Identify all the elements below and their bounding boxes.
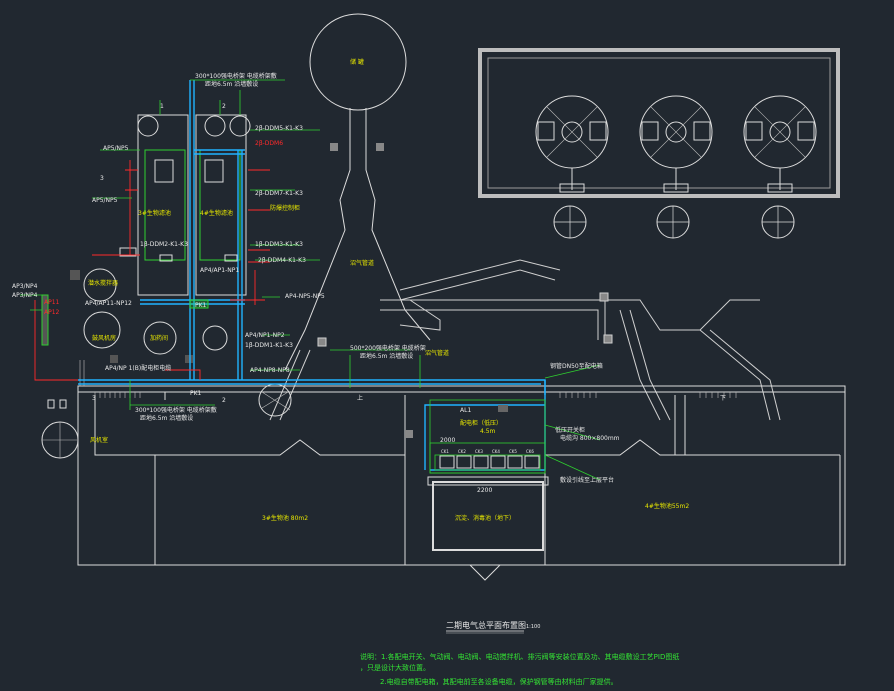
storage-tank: 储 罐 <box>284 13 431 371</box>
red-cables <box>34 160 270 381</box>
ctrl-sub-label: 4.5m <box>480 428 496 435</box>
switch-cab-label: 低压开关柜 <box>555 426 585 434</box>
ap4-np8-label: AP4-NP8-NP8 <box>250 367 290 374</box>
tray-bot-sub: 距地6.5m 沿墙敷设 <box>140 414 193 422</box>
ctrl-label: 配电柜（低压） <box>460 419 502 427</box>
notes-line-1: 说明：1.各配电开关、气动阀、电动阀、电动搅拌机、排污阀等安装位置及功、其电缆敷… <box>360 652 679 661</box>
gas-label-2: 沼气管道 <box>350 259 374 267</box>
ap-np5-label: AP5/NP5 <box>103 145 129 152</box>
dm4-label: 2β-DDM4-K1-K3 <box>258 257 306 264</box>
room2-label: 4#生物滤池 <box>200 209 233 217</box>
cabinet-box <box>439 455 455 469</box>
axis-2-label: 2 <box>222 103 226 110</box>
cabinet-box <box>473 455 489 469</box>
ap4-np1b-label: AP4/AP1-NP1 <box>200 267 239 274</box>
feeder2-label: 敷设引线至上层平台 <box>560 476 614 484</box>
tray-top-label: 300*100强电桥架 电缆桥架敷 <box>195 72 277 80</box>
room2-area-label: 4#生物池55m2 <box>645 502 689 510</box>
ap4-np1-label: AP4/NP1-NP2 <box>245 332 285 339</box>
drawing-scale: 1:100 <box>526 624 540 630</box>
switch-cabinets <box>159 254 549 551</box>
cabinet-label: CK5 <box>509 449 517 454</box>
gas-label: 沼气管道 <box>425 349 449 357</box>
al1-label: AL1 <box>460 407 471 414</box>
process-pipelines <box>269 259 781 421</box>
green-leaders <box>20 79 601 481</box>
clarifier-unit-3 <box>743 95 817 193</box>
dm3-label: 1β-DDM3-K1-K3 <box>255 241 303 248</box>
down-label: 下 <box>720 395 726 402</box>
clarifier-unit-1 <box>535 95 609 193</box>
feeder-label: 钢管DN50至配电箱 <box>550 362 603 370</box>
pk1-bottom-label: PK1 <box>190 390 202 397</box>
dm7-label: 2β-DDM7-K1-K3 <box>255 190 303 197</box>
ap12-label: AP12 <box>44 309 60 316</box>
axis-3-bottom: 3 <box>92 395 96 402</box>
dm2-label: 1β-DDM2-K1-K3 <box>140 241 188 248</box>
cabinet-box <box>490 455 506 469</box>
sensor-label: 防爆控制柜 <box>270 204 300 212</box>
axis-2-bottom: 2 <box>222 397 226 404</box>
dm5-label: 2β-DDM5-K1-K3 <box>255 125 303 132</box>
ap4-np-lower-label: AP4/NP 1(B)配电柜电缆 <box>105 364 171 372</box>
dm1-label: 1β-DDM1-K1-K3 <box>245 342 293 349</box>
ap-np5b-label: AP5/NP5 <box>92 197 118 204</box>
axis-3-label: 3 <box>100 175 104 182</box>
clarifier-unit-2 <box>639 95 713 193</box>
clarifier-building <box>478 48 840 239</box>
dim-2200: 2200 <box>477 487 492 494</box>
pump-room-label: 潜水搅拌器 <box>88 279 118 287</box>
tray-bot-label: 300*100强电桥架 电缆桥架敷 <box>135 406 217 414</box>
drawing-labels: 300*100强电桥架 电缆桥架敷 距地6.5m 沿墙敷设 1 2 3 2β-D… <box>12 72 726 522</box>
ddm6-label: 2β-DDM6 <box>255 140 283 147</box>
cabinet-box <box>456 455 472 469</box>
cable-trays <box>78 80 546 471</box>
tray-top-sub: 距地6.5m 沿墙敷设 <box>205 80 258 88</box>
cabinet-label: CK4 <box>492 449 500 454</box>
ap4-np5-label: AP4-NP5-NP5 <box>285 293 325 300</box>
room1-label: 3#生物滤池 <box>138 209 171 217</box>
cabinet-box <box>524 455 540 469</box>
cabinet-label: CK6 <box>526 449 534 454</box>
ap11-label: AP11 <box>44 299 60 306</box>
drawing-title: 二期电气总平面布置图 <box>446 620 526 630</box>
cabinet-label: CK2 <box>458 449 466 454</box>
up-label: 上 <box>357 394 363 402</box>
axis-1-label: 1 <box>160 103 164 110</box>
ap4-ap11-label: AP4/AP11-NP12 <box>85 300 132 307</box>
dim-2000: 2000 <box>440 437 455 444</box>
ap-np4-label-2: AP3/NP4 <box>12 292 38 299</box>
cabinet-label: CK3 <box>475 449 483 454</box>
trench-label: 电缆沟 800×800mm <box>560 434 620 442</box>
tray-mid-label: 500*200强电桥架 电缆桥架 <box>350 344 426 352</box>
dosing-label: 加药间 <box>150 334 168 342</box>
pump-circles <box>553 205 795 239</box>
tank-label: 储 罐 <box>350 58 364 66</box>
pk1-label: PK1 <box>195 302 207 309</box>
notes-line-2: ，只是设计大致位置。 <box>360 663 430 672</box>
cabinet-labels: CK1 CK2 CK3 CK4 CK5 CK6 <box>439 449 540 469</box>
notes-line-3: 2.电缆自带配电箱，其配电前至各设备电缆，保护钢管等由材料由厂家提供。 <box>380 677 618 686</box>
cabinet-label: CK1 <box>441 449 449 454</box>
tray-mid-sub: 距地6.5m 沿墙敷设 <box>360 352 413 360</box>
cabinet-box <box>507 455 523 469</box>
pool-label: 沉淀、消毒池（地下） <box>455 514 515 522</box>
room1-area-label: 3#生物池 80m2 <box>262 514 308 522</box>
blower-label: 鼓风机房 <box>92 334 116 342</box>
fanhouse-label: 风机室 <box>90 436 108 444</box>
drawing-title-block: 二期电气总平面布置图 1:100 说明：1.各配电开关、气动阀、电动阀、电动搅拌… <box>360 620 679 686</box>
ap-np4-label: AP3/NP4 <box>12 283 38 290</box>
